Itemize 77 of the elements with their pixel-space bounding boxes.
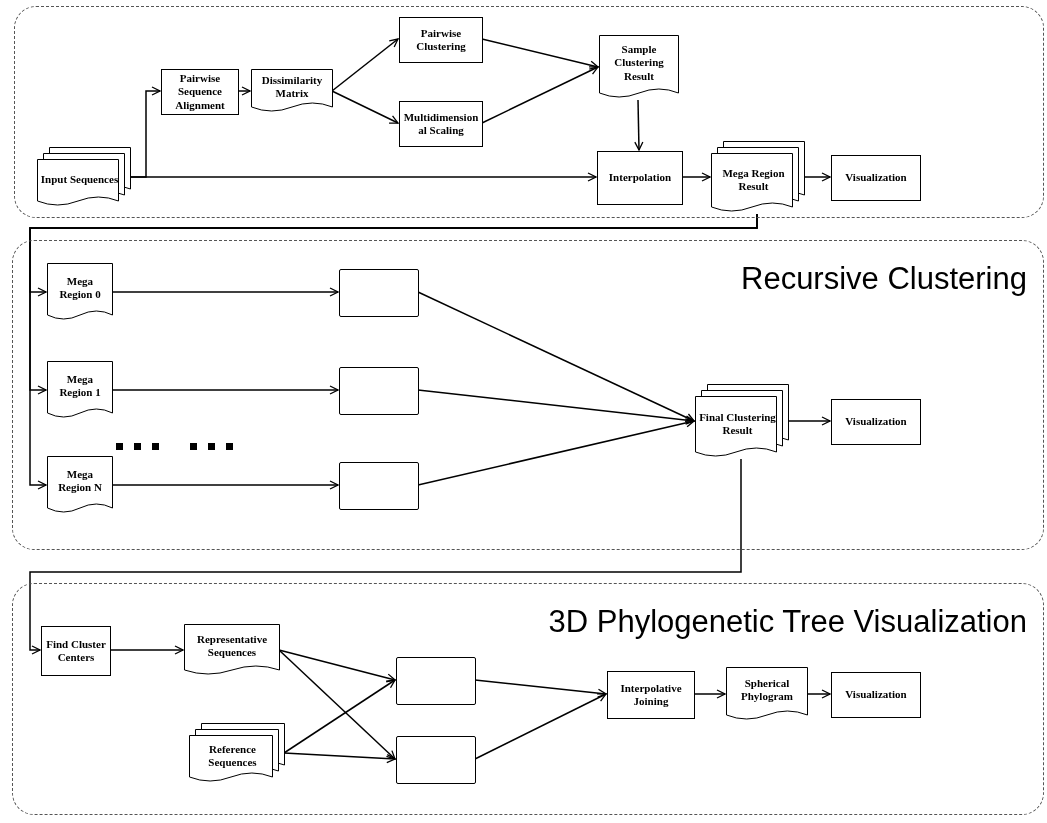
process-box: [831, 399, 921, 445]
arrow: [278, 649, 396, 683]
arrow: [331, 90, 399, 124]
process-box: [831, 155, 921, 201]
empty-box: [396, 736, 476, 784]
document-shape: [47, 456, 113, 516]
node-label: Mega Region 1: [58, 372, 102, 400]
arrow: [283, 752, 396, 764]
node-label: Reference Sequences: [207, 742, 258, 770]
arrow: [417, 418, 695, 486]
arrow: [111, 287, 339, 297]
node-label: Interpolative Joining: [619, 681, 683, 709]
panel-heading: 3D Phylogenetic Tree Visualization: [548, 606, 1027, 637]
arrow: [474, 679, 607, 698]
arrow: [29, 213, 758, 490]
node-label: Spherical Phylogram: [740, 676, 794, 704]
document-stack: [711, 141, 805, 215]
arrow: [417, 291, 695, 422]
document-shape: [251, 69, 333, 115]
document-stack: [189, 723, 285, 785]
process-box: [597, 151, 683, 205]
arrow: [129, 172, 597, 182]
node-label: Pairwise Clustering: [415, 26, 467, 54]
empty-box: [396, 657, 476, 705]
process-box: [607, 671, 695, 719]
node-label: Visualization: [845, 415, 907, 429]
panel-heading: Recursive Clustering: [741, 263, 1027, 294]
node-label: Visualization: [845, 171, 907, 185]
arrow: [278, 649, 396, 760]
arrow: [787, 416, 831, 426]
document-shape: [47, 361, 113, 421]
dashed-panel: [12, 583, 1044, 815]
arrow: [417, 389, 695, 425]
arrow: [634, 99, 644, 151]
node-label: Interpolation: [608, 171, 672, 185]
arrow: [29, 458, 742, 655]
dashed-panel: [12, 240, 1044, 550]
node-label: Find Cluster Centers: [45, 637, 107, 665]
process-box: [399, 17, 483, 63]
node-label: Final Clustering Result: [698, 410, 777, 438]
arrow: [681, 172, 711, 182]
process-box: [41, 626, 111, 676]
arrow: [803, 172, 831, 182]
process-box: [161, 69, 239, 115]
arrow: [806, 689, 831, 699]
empty-box: [339, 367, 419, 415]
document-shape: [47, 263, 113, 323]
node-label: Mega Region N: [57, 467, 103, 495]
arrow: [474, 693, 607, 760]
process-box: [399, 101, 483, 147]
document-shape: [184, 624, 280, 678]
node-label: Pairwise Sequence Alignment: [174, 72, 226, 112]
document-shape: [599, 35, 679, 101]
node-label: Mega Region Result: [721, 166, 786, 194]
arrow: [481, 66, 599, 124]
empty-box: [339, 462, 419, 510]
document-stack: [37, 147, 131, 209]
node-label: Multidimension al Scaling: [403, 110, 479, 138]
document-stack: [695, 384, 789, 460]
arrow: [283, 679, 396, 754]
arrow: [693, 689, 726, 699]
node-label: Dissimilarity Matrix: [260, 73, 324, 101]
node-label: Mega Region 0: [58, 274, 102, 302]
dashed-panel: [14, 6, 1044, 218]
node-label: Representative Sequences: [195, 632, 269, 660]
node-label: Visualization: [845, 688, 907, 702]
node-label: Sample Clustering Result: [613, 43, 665, 83]
document-shape: [726, 667, 808, 723]
arrow: [111, 385, 339, 395]
process-box: [831, 672, 921, 718]
arrow: [109, 645, 184, 655]
arrow: [481, 38, 599, 70]
arrow: [237, 86, 251, 96]
arrow: [111, 480, 339, 490]
node-label: Input Sequences: [40, 173, 119, 187]
empty-box: [339, 269, 419, 317]
arrow: [331, 38, 399, 92]
